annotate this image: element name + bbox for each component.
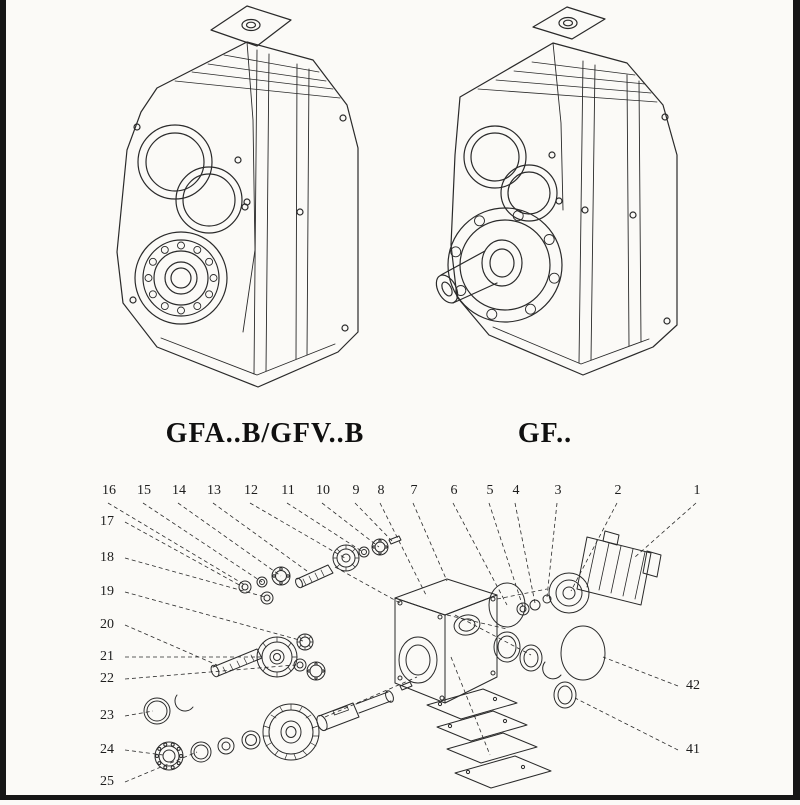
photo-edge-bottom — [0, 795, 800, 800]
cover-plates — [426, 688, 552, 789]
motor-drawing — [548, 530, 662, 614]
part-callout-16: 16 — [102, 483, 116, 498]
input-shaft-parts — [238, 535, 402, 594]
part-callout-11: 11 — [281, 483, 295, 498]
part-callout-6: 6 — [450, 483, 458, 498]
output-side-rings — [493, 625, 606, 709]
part-callout-5: 5 — [486, 483, 494, 498]
part-callout-14: 14 — [172, 483, 186, 498]
photo-edge-left — [0, 0, 6, 800]
callout-leader-lines — [107, 502, 697, 783]
part-callout-41: 41 — [686, 742, 700, 757]
part-callout-4: 4 — [512, 483, 520, 498]
part-callout-9: 9 — [352, 483, 360, 498]
part-callout-17: 17 — [100, 514, 114, 529]
part-callout-19: 19 — [100, 584, 114, 599]
part-callout-2: 2 — [614, 483, 622, 498]
model-label-gfab: GFA..B/GFV..B — [165, 418, 365, 449]
part-callout-13: 13 — [207, 483, 221, 498]
housing-drawing — [394, 578, 498, 704]
gearbox-drawing-gf — [435, 6, 678, 376]
part-callout-1: 1 — [693, 483, 701, 498]
part-callout-22: 22 — [100, 671, 114, 686]
part-callout-12: 12 — [244, 483, 258, 498]
part-callout-7: 7 — [410, 483, 418, 498]
part-callout-18: 18 — [100, 550, 114, 565]
part-callout-20: 20 — [100, 617, 114, 632]
photo-edge-right — [793, 0, 800, 800]
gearbox-drawing-gfab — [116, 5, 359, 388]
part-callout-15: 15 — [137, 483, 151, 498]
part-callout-42: 42 — [686, 678, 700, 693]
part-callout-21: 21 — [100, 649, 114, 664]
part-callout-10: 10 — [316, 483, 330, 498]
output-shaft-parts — [143, 681, 413, 771]
input-small-parts — [488, 582, 552, 628]
part-callout-24: 24 — [100, 742, 114, 757]
part-callout-23: 23 — [100, 708, 114, 723]
intermediate-shaft-parts — [210, 591, 326, 681]
part-callout-8: 8 — [377, 483, 385, 498]
part-callout-25: 25 — [100, 774, 114, 789]
exploded-parts-diagram — [107, 502, 697, 789]
model-label-gf: GF.. — [517, 418, 573, 449]
part-callout-3: 3 — [554, 483, 562, 498]
